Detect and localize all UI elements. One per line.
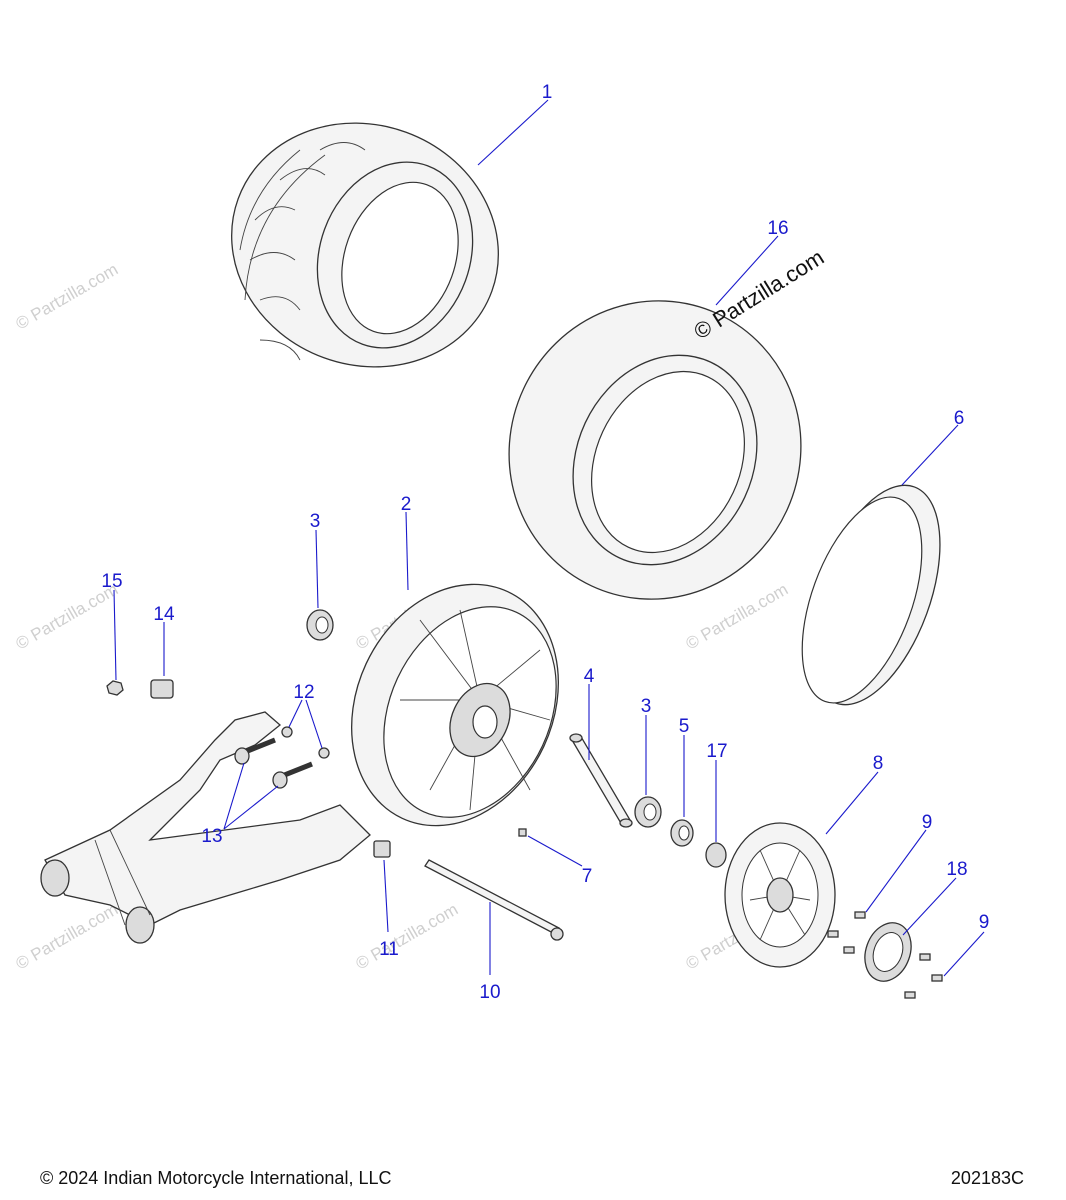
part-tire [231, 122, 499, 368]
part-nut [106, 680, 124, 696]
callout-number: 6 [954, 408, 965, 429]
callout-number: 13 [201, 826, 222, 847]
part-spacer [569, 733, 633, 828]
callout-number: 16 [767, 218, 788, 239]
watermark-main: © Partzilla.com [689, 244, 828, 344]
watermark-text: © Partzilla.com [353, 900, 462, 974]
drawing-number: 202183C [950, 1168, 1024, 1188]
part-tube: © Partzilla.com [508, 244, 828, 600]
watermark-text: © Partzilla.com [13, 900, 122, 974]
part-bearing [634, 796, 662, 828]
callout-number: 9 [922, 812, 933, 833]
callout-number: 1 [542, 82, 553, 103]
callout-number: 2 [401, 494, 412, 515]
callout-number: 17 [706, 741, 727, 762]
part-washer-plate [373, 840, 391, 858]
part-bearing [306, 609, 334, 641]
part-bolts [234, 737, 313, 789]
part-screws [827, 911, 943, 999]
part-brake-disc [724, 822, 836, 968]
callout-number: 12 [293, 682, 314, 703]
callout-number: 10 [479, 982, 500, 1003]
callout-number: 15 [101, 571, 122, 592]
part-swingarm [40, 711, 371, 944]
part-tone-ring [864, 922, 912, 982]
callout-number: 3 [641, 696, 652, 717]
callout-number: 9 [979, 912, 990, 933]
callout-number: 14 [153, 604, 175, 625]
callout-number: 4 [584, 666, 595, 687]
watermark-text: © Partzilla.com [13, 260, 122, 334]
part-axle [424, 859, 564, 941]
callout-number: 8 [873, 753, 884, 774]
part-wheel [351, 583, 559, 827]
callout-number: 18 [946, 859, 967, 880]
callout-labels: 1 16 6 2 3 15 14 12 13 4 3 5 17 8 9 18 9… [101, 82, 989, 1003]
part-rim-band [801, 484, 941, 706]
callout-number: 3 [310, 511, 321, 532]
part-bushing [705, 842, 727, 868]
callout-number: 11 [379, 939, 399, 960]
part-seal [670, 819, 694, 847]
callout-number: 7 [582, 866, 593, 887]
part-valve-nut [518, 828, 527, 837]
callout-number: 5 [679, 716, 690, 737]
part-adjuster-block [150, 679, 174, 699]
leader-lines [113, 99, 985, 977]
part-small-nuts [281, 726, 330, 759]
copyright-notice: © 2024 Indian Motorcycle International, … [40, 1168, 392, 1188]
